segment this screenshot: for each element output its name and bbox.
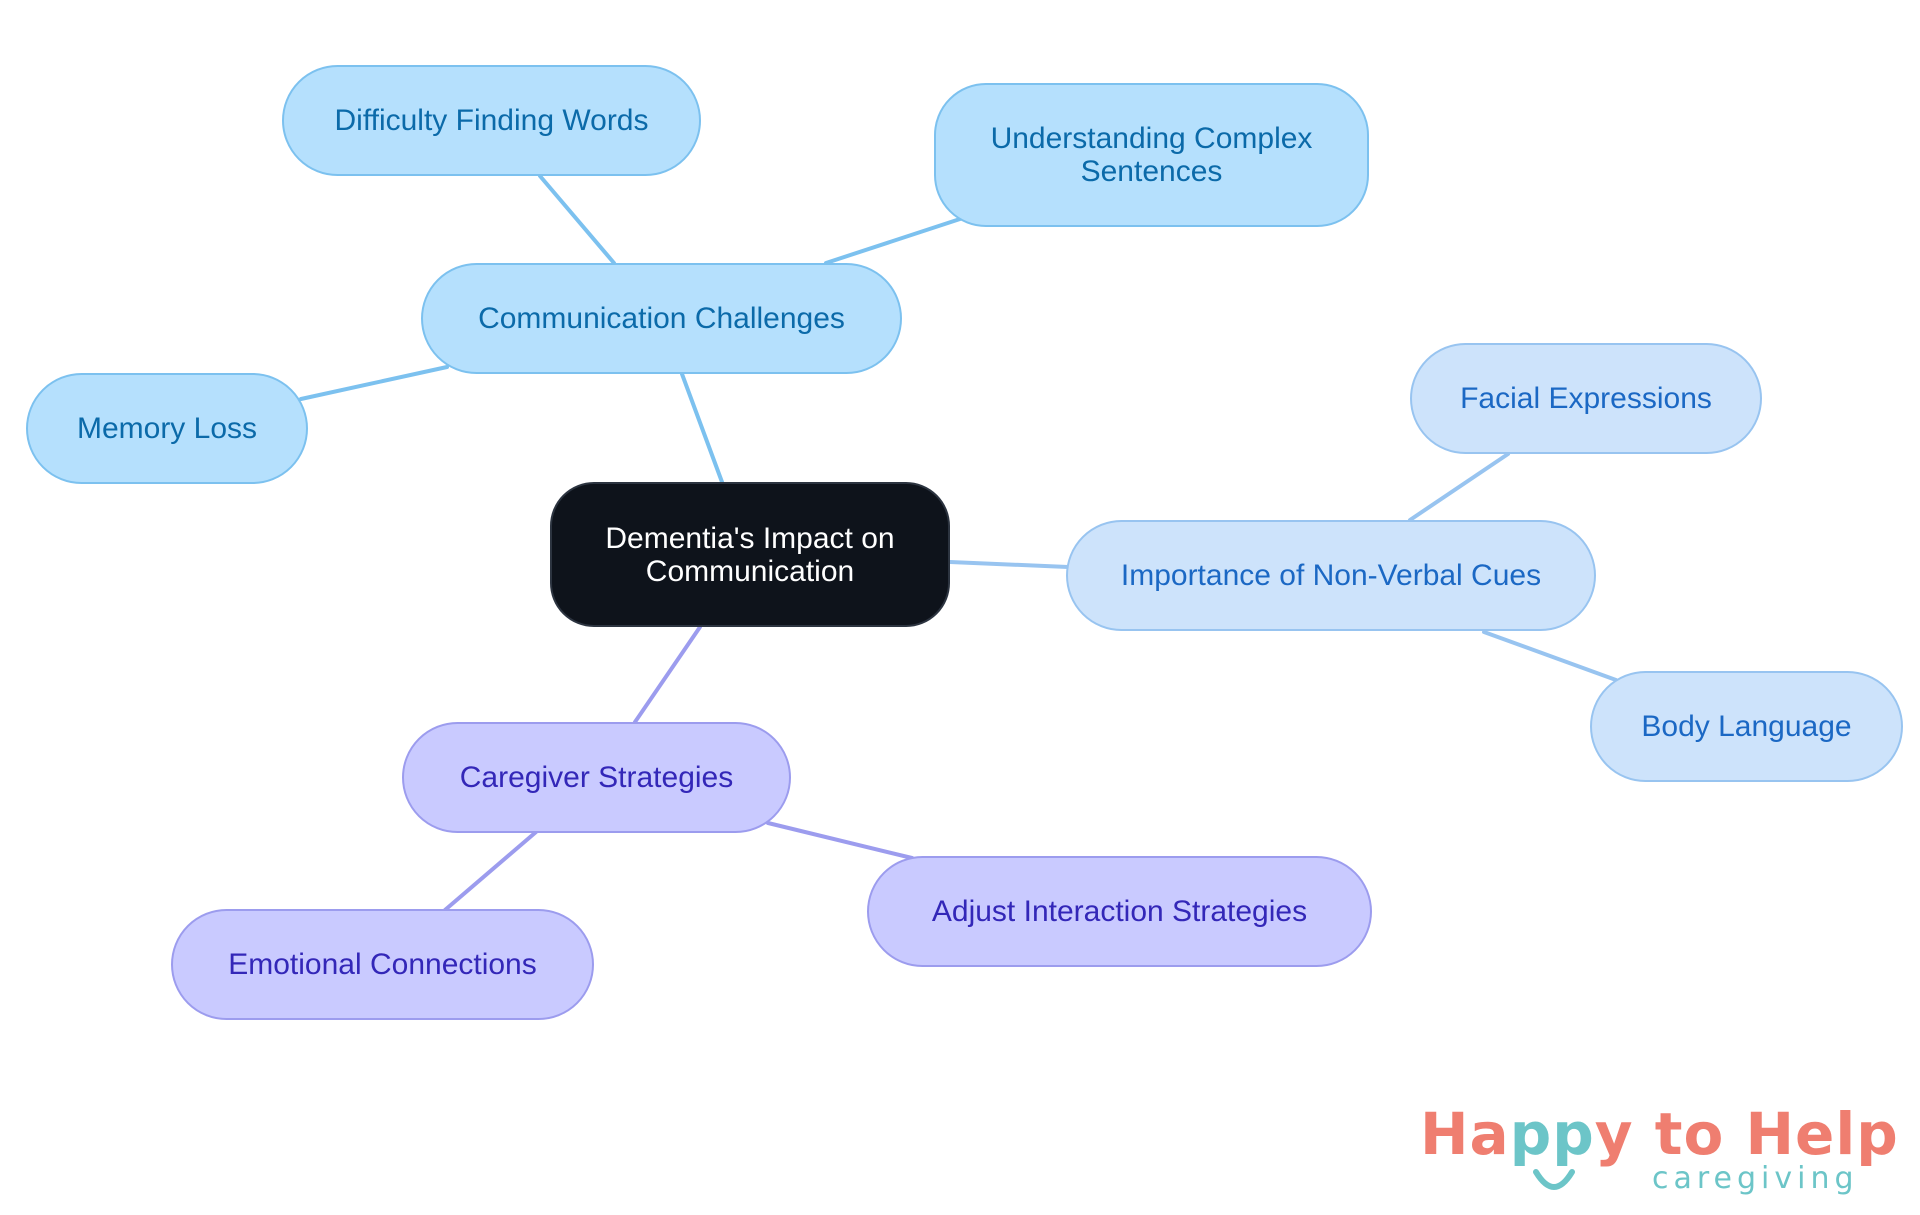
logo-wordmark: Happy to Help [1420,1102,1899,1166]
leaf-label: Emotional Connections [228,948,537,981]
branch-communication-challenges[interactable]: Communication Challenges [421,263,902,374]
edge-strategies-emotional [443,830,538,912]
branch-label: Communication Challenges [478,302,845,335]
root-node[interactable]: Dementia's Impact on Communication [550,482,950,627]
edge-challenges-memory [299,365,449,401]
edge-nonverbal-body [1482,630,1618,682]
leaf-body-language[interactable]: Body Language [1590,671,1903,782]
leaf-adjust-interaction-strategies[interactable]: Adjust Interaction Strategies [867,856,1372,967]
logo-pp: pp [1509,1100,1595,1168]
branch-label: Importance of Non-Verbal Cues [1120,559,1542,592]
leaf-label: Understanding Complex Sentences [990,122,1313,188]
leaf-label: Body Language [1641,710,1852,743]
edge-challenges-difficulty [538,174,616,265]
leaf-facial-expressions[interactable]: Facial Expressions [1410,343,1762,454]
leaf-label: Memory Loss [76,412,258,445]
branch-label: Caregiver Strategies [459,761,734,794]
edge-nonverbal-facial [1408,452,1510,522]
edge-root-nonverbal [948,560,1070,569]
leaf-memory-loss[interactable]: Memory Loss [26,373,308,484]
leaf-emotional-connections[interactable]: Emotional Connections [171,909,594,1020]
leaf-difficulty-finding-words[interactable]: Difficulty Finding Words [282,65,701,176]
brand-logo: Happy to Help caregiving [1420,1102,1898,1212]
edge-root-challenges [680,372,724,484]
leaf-label: Adjust Interaction Strategies [931,895,1308,928]
edge-root-strategies [633,625,702,724]
root-label: Dementia's Impact on Communication [605,521,895,588]
leaf-label: Difficulty Finding Words [334,104,649,137]
leaf-label: Facial Expressions [1460,382,1712,415]
logo-tagline: caregiving [1652,1161,1859,1196]
smile-icon [1533,1169,1575,1190]
logo-rest: y to Help [1594,1100,1899,1168]
branch-non-verbal-cues[interactable]: Importance of Non-Verbal Cues [1066,520,1596,631]
edge-challenges-understanding [824,217,962,265]
leaf-understanding-complex-sentences[interactable]: Understanding Complex Sentences [934,83,1369,227]
edge-strategies-adjust [766,821,914,860]
logo-h: Ha [1420,1100,1510,1168]
branch-caregiver-strategies[interactable]: Caregiver Strategies [402,722,791,833]
